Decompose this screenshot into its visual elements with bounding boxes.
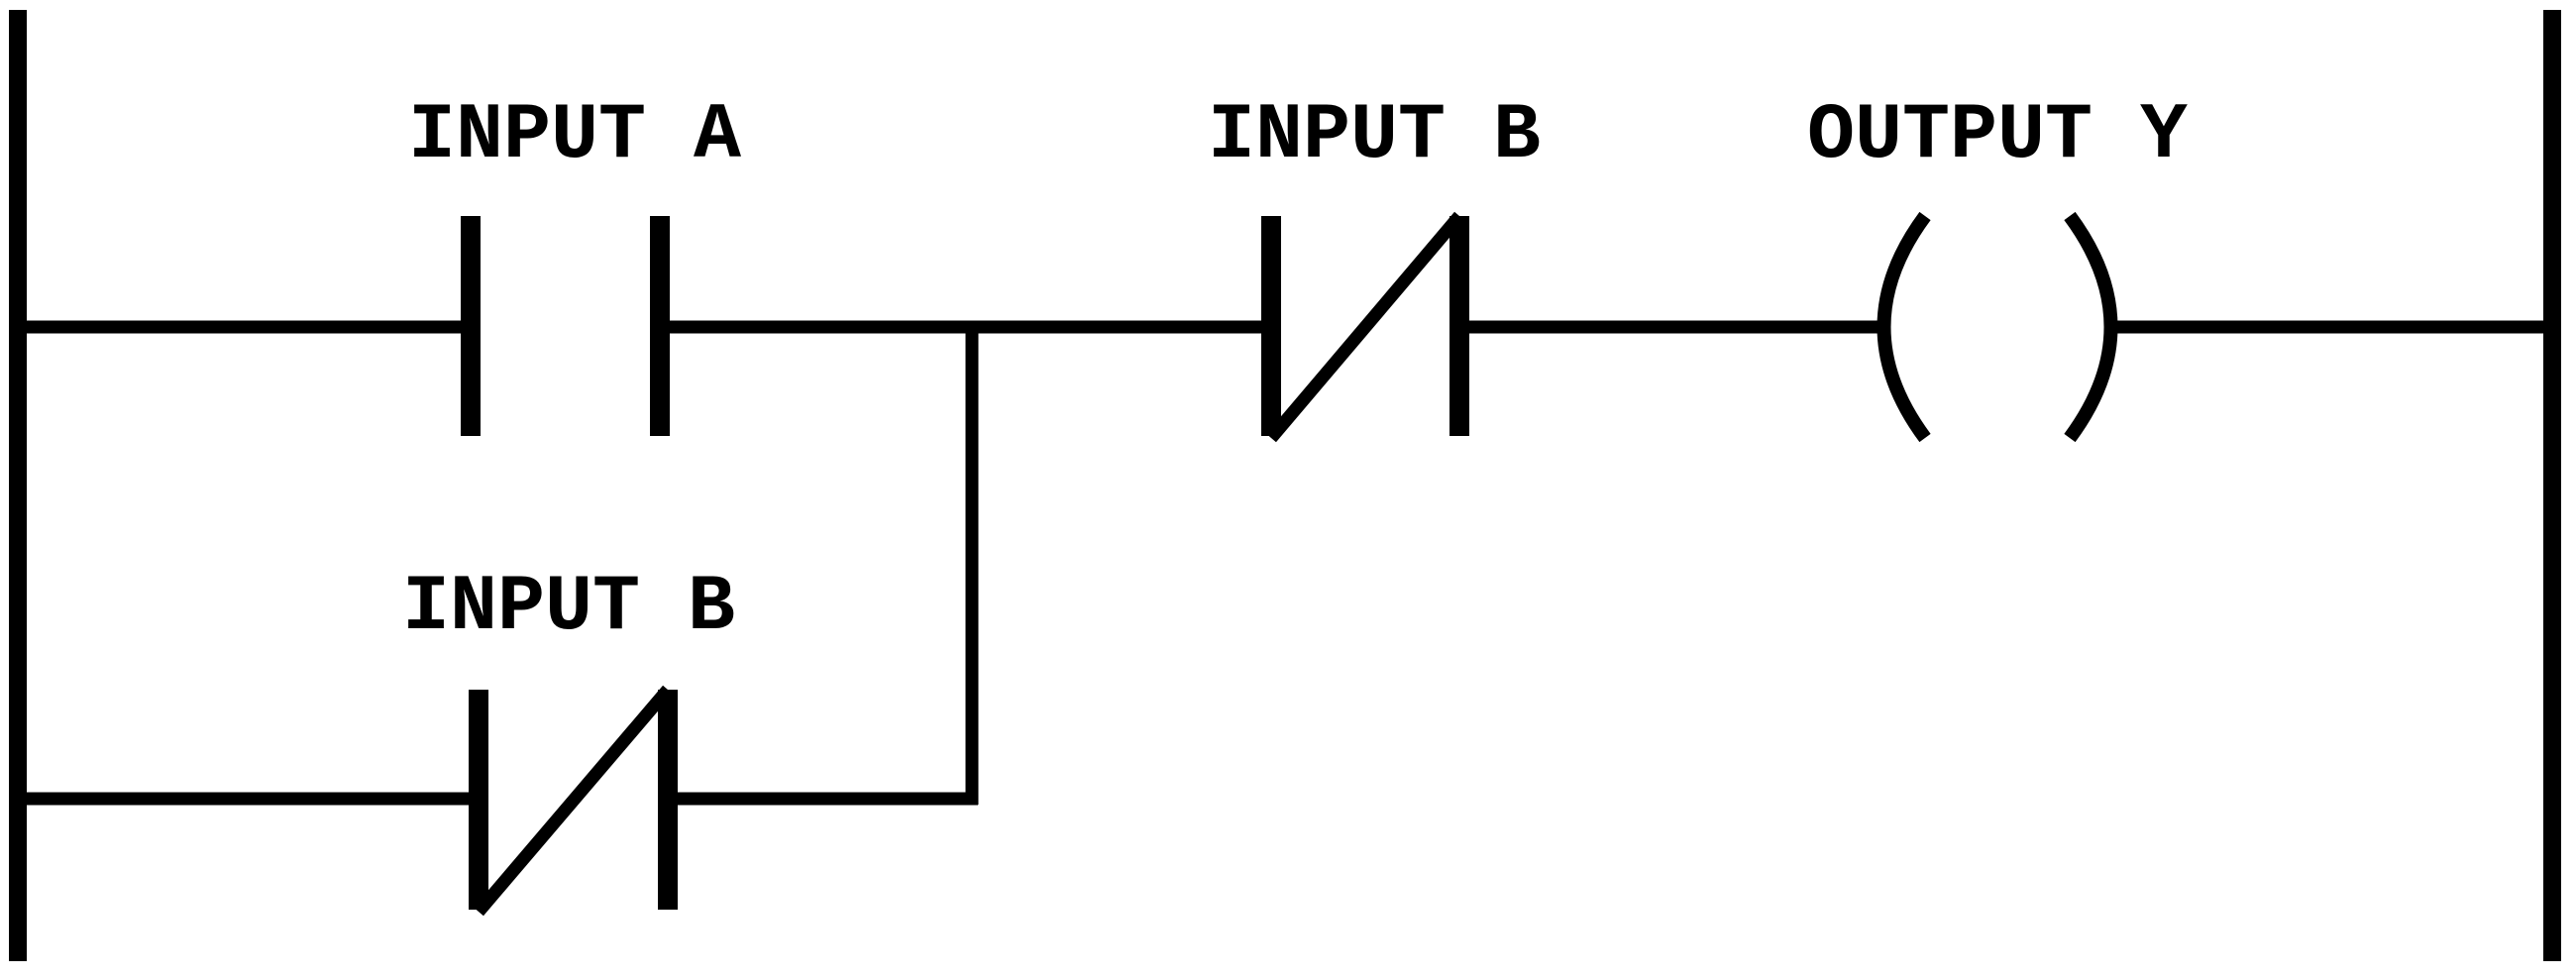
contact-input-b-branch: INPUT B: [402, 563, 735, 917]
branch-rung: [18, 327, 979, 806]
contact-input-b-series: INPUT B: [1208, 91, 1541, 443]
coil-output-y-right-paren: [2064, 211, 2118, 443]
contact-input-b-series-slash: [1266, 211, 1464, 443]
contact-input-b-branch-label: INPUT B: [402, 563, 735, 653]
contact-input-b-series-label: INPUT B: [1208, 91, 1541, 181]
contact-input-a: INPUT A: [408, 91, 742, 436]
contact-input-a-label: INPUT A: [408, 91, 742, 181]
coil-output-y-label: OUTPUT Y: [1807, 91, 2188, 181]
coil-output-y: OUTPUT Y: [1807, 91, 2188, 443]
contact-input-b-branch-slash: [474, 685, 673, 917]
coil-output-y-left-paren: [1877, 211, 1931, 443]
